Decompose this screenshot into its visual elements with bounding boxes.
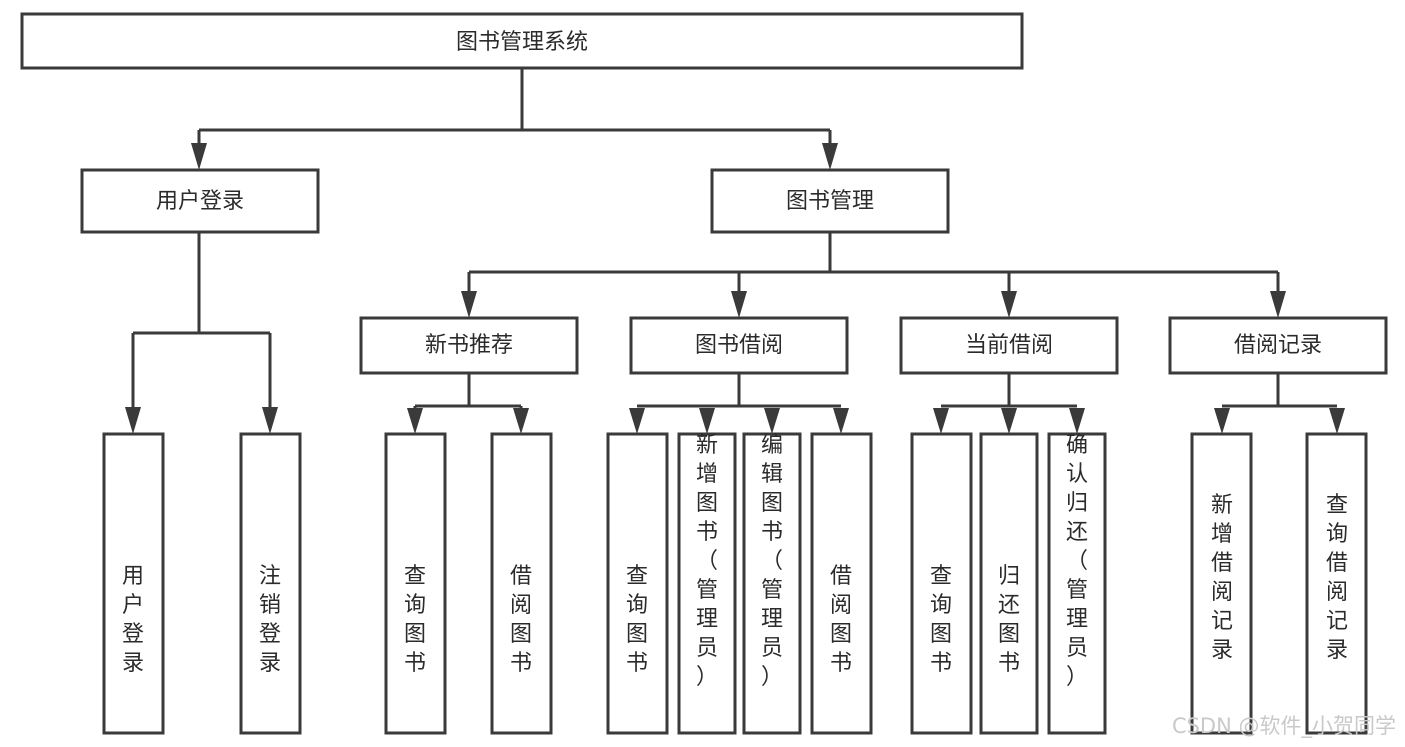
node-book-borrow-box[interactable] [629,316,849,375]
node-leaf-add-record-box[interactable] [1190,432,1253,735]
node-leaf-add-record[interactable]: 新增借阅记录 [1190,432,1253,735]
node-leaf-query-book-1-label: 查询图书 [404,564,426,676]
node-leaf-borrow-book-1-box[interactable] [490,432,553,735]
arrow-head-leaf-borrow-book-1 [513,408,529,434]
node-book-borrow[interactable]: 图书借阅 [629,316,849,375]
node-book-borrow-label: 图书借阅 [695,333,783,358]
node-leaf-logout-login-label: 注销登录 [259,564,281,676]
node-new-book-recommend-box[interactable] [359,316,579,375]
arrow-head-leaf-query-book-3 [933,408,949,434]
node-leaf-query-book-3[interactable]: 查询图书 [910,432,973,735]
node-book-manage-box[interactable] [710,168,950,234]
node-leaf-add-record-label: 新增借阅记录 [1211,493,1233,663]
node-leaf-borrow-book-1[interactable]: 借阅图书 [490,432,553,735]
node-leaf-query-book-3-box[interactable] [910,432,973,735]
node-leaf-edit-book-box[interactable] [742,432,802,735]
node-current-borrow-label: 当前借阅 [965,333,1053,358]
node-leaf-logout-login-box[interactable] [239,432,302,735]
arrow-head-leaf-add-record [1214,408,1230,434]
arrow-head-leaf-logout-login [262,407,278,434]
csdn-watermark: CSDN @软件_小贺同学 [1172,714,1396,739]
node-leaf-return-book[interactable]: 归还图书 [979,432,1039,735]
node-borrow-record[interactable]: 借阅记录 [1168,316,1388,375]
arrow-head-new-book-recommend [461,291,477,318]
node-leaf-user-login-label: 用户登录 [122,564,144,676]
node-borrow-record-box[interactable] [1168,316,1388,375]
node-leaf-edit-book-label: 编辑图书（管理员） [761,433,783,690]
node-leaf-query-record-box[interactable] [1305,432,1368,735]
node-new-book-recommend[interactable]: 新书推荐 [359,316,579,375]
node-leaf-confirm-return[interactable]: 确认归还（管理员） [1047,432,1107,735]
arrow-head-borrow-record [1270,291,1286,318]
node-current-borrow[interactable]: 当前借阅 [899,316,1119,375]
node-leaf-query-record-label: 查询借阅记录 [1326,493,1348,663]
arrow-head-leaf-query-book-2 [629,408,645,434]
node-leaf-edit-book[interactable]: 编辑图书（管理员） [742,432,802,735]
node-leaf-confirm-return-label: 确认归还（管理员） [1066,433,1088,690]
node-book-manage-label: 图书管理 [786,189,874,214]
node-leaf-add-book[interactable]: 新增图书（管理员） [677,432,737,735]
arrow-head-leaf-borrow-book-2 [833,408,849,434]
node-leaf-return-book-box[interactable] [979,432,1039,735]
node-leaf-query-book-2-label: 查询图书 [626,564,648,676]
arrow-head-leaf-confirm-return [1069,408,1085,434]
node-root-box[interactable] [20,12,1024,70]
node-root-label: 图书管理系统 [456,30,588,55]
node-user-login-box[interactable] [80,168,320,234]
arrow-head-current-borrow [1001,291,1017,318]
node-leaf-return-book-label: 归还图书 [998,564,1020,676]
node-borrow-record-label: 借阅记录 [1234,333,1322,358]
arrow-head-book-borrow [731,291,747,318]
node-user-login[interactable]: 用户登录 [80,168,320,234]
node-leaf-query-book-1-box[interactable] [384,432,447,735]
arrow-head-leaf-user-login [125,407,141,434]
node-new-book-recommend-label: 新书推荐 [425,333,513,358]
node-root[interactable]: 图书管理系统 [20,12,1024,70]
node-leaf-borrow-book-1-label: 借阅图书 [510,564,532,676]
node-leaf-logout-login[interactable]: 注销登录 [239,432,302,735]
arrow-head-leaf-edit-book [764,408,780,434]
arrow-head-leaf-query-record [1329,408,1345,434]
node-leaf-query-book-2[interactable]: 查询图书 [606,432,669,735]
node-leaf-confirm-return-box[interactable] [1047,432,1107,735]
node-leaf-add-book-box[interactable] [677,432,737,735]
node-leaf-user-login-box[interactable] [102,432,165,735]
arrow-head-book-manage [822,143,838,170]
node-leaf-borrow-book-2-label: 借阅图书 [830,564,852,676]
node-leaf-query-book-1[interactable]: 查询图书 [384,432,447,735]
node-leaf-borrow-book-2-box[interactable] [810,432,873,735]
node-book-manage[interactable]: 图书管理 [710,168,950,234]
arrow-head-leaf-query-book-1 [407,408,423,434]
connector-layer [125,68,1345,434]
node-leaf-query-record[interactable]: 查询借阅记录 [1305,432,1368,735]
node-leaf-query-book-3-label: 查询图书 [930,564,952,676]
node-leaf-add-book-label: 新增图书（管理员） [696,433,718,690]
arrow-head-user-login [191,143,207,170]
node-current-borrow-box[interactable] [899,316,1119,375]
node-user-login-label: 用户登录 [156,189,244,214]
node-leaf-borrow-book-2[interactable]: 借阅图书 [810,432,873,735]
node-leaf-query-book-2-box[interactable] [606,432,669,735]
arrow-head-leaf-add-book [699,408,715,434]
arrow-head-leaf-return-book [1001,408,1017,434]
node-leaf-user-login[interactable]: 用户登录 [102,432,165,735]
